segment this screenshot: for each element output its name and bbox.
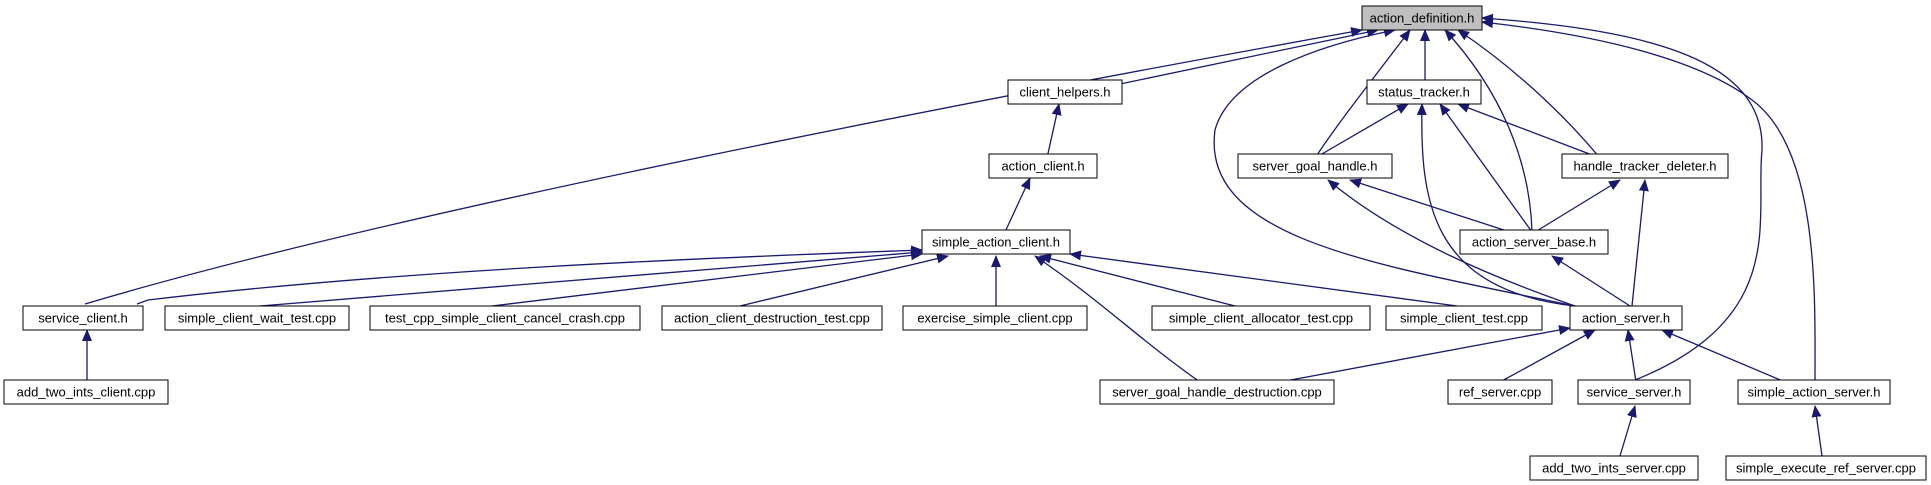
edge-client-helpers-to-action-definition xyxy=(1119,27,1379,85)
edge-simple-action-server-to-action-definition xyxy=(1481,18,1816,383)
node-label: action_definition.h xyxy=(1370,11,1475,26)
node-add-two-ints-server[interactable]: add_two_ints_server.cpp xyxy=(1529,455,1699,481)
node-label: server_goal_handle.h xyxy=(1252,159,1377,174)
node-label: status_tracker.h xyxy=(1378,85,1470,100)
edge-server-goal-handle-destruction-to-simple-action-client xyxy=(1034,255,1201,383)
node-label: add_two_ints_client.cpp xyxy=(17,385,156,400)
node-handle-tracker-deleter[interactable]: handle_tracker_deleter.h xyxy=(1561,153,1729,179)
node-label: client_helpers.h xyxy=(1019,85,1110,100)
node-label: service_client.h xyxy=(38,311,128,326)
edge-server-goal-handle-to-action-definition xyxy=(1314,29,1411,159)
node-label: simple_action_server.h xyxy=(1748,385,1881,400)
edge-action-server-to-action-server-base xyxy=(1551,255,1631,307)
edge-test-cpp-cancel-crash-to-simple-action-client xyxy=(491,250,923,307)
edge-action-server-base-to-handle-tracker-deleter xyxy=(1534,179,1621,233)
node-action-client-destruction-test[interactable]: action_client_destruction_test.cpp xyxy=(661,305,883,331)
node-label: simple_client_wait_test.cpp xyxy=(178,311,336,326)
edge-simple-client-allocator-test-to-simple-action-client xyxy=(1039,253,1236,307)
node-action-client[interactable]: action_client.h xyxy=(988,153,1098,179)
edge-action-server-to-status-tracker xyxy=(1416,103,1576,307)
edges xyxy=(82,13,1823,457)
node-label: action_server_base.h xyxy=(1472,235,1596,250)
edge-action-server-base-to-server-goal-handle xyxy=(1349,178,1511,233)
node-label: action_client.h xyxy=(1001,159,1084,174)
edge-handle-tracker-deleter-to-status-tracker xyxy=(1457,103,1601,159)
node-label: exercise_simple_client.cpp xyxy=(917,311,1072,326)
node-client-helpers[interactable]: client_helpers.h xyxy=(1007,79,1123,105)
edge-simple-action-server-to-action-server xyxy=(1661,329,1786,383)
node-service-client[interactable]: service_client.h xyxy=(22,305,144,331)
node-label: ref_server.cpp xyxy=(1459,385,1541,400)
node-label: add_two_ints_server.cpp xyxy=(1542,461,1686,476)
node-simple-client-allocator-test[interactable]: simple_client_allocator_test.cpp xyxy=(1151,305,1371,331)
edge-server-goal-handle-destruction-to-action-server xyxy=(1279,325,1571,383)
node-simple-client-wait-test[interactable]: simple_client_wait_test.cpp xyxy=(164,305,350,331)
node-simple-execute-ref-server[interactable]: simple_execute_ref_server.cpp xyxy=(1725,455,1927,481)
edge-action-client-destruction-test-to-simple-action-client xyxy=(739,253,949,307)
node-label: handle_tracker_deleter.h xyxy=(1573,159,1716,174)
node-exercise-simple-client[interactable]: exercise_simple_client.cpp xyxy=(902,305,1088,331)
edge-simple-client-test-to-simple-action-client xyxy=(1069,250,1458,307)
node-action-server[interactable]: action_server.h xyxy=(1569,305,1683,331)
node-label: simple_action_client.h xyxy=(932,235,1060,250)
edge-server-goal-handle-to-status-tracker xyxy=(1314,103,1409,159)
edge-action-client-to-client-helpers xyxy=(1046,103,1062,159)
node-test-cpp-simple-client-cancel-crash[interactable]: test_cpp_simple_client_cancel_crash.cpp xyxy=(369,305,641,331)
edge-handle-tracker-deleter-to-action-definition xyxy=(1457,29,1601,159)
edge-service-server-to-action-server xyxy=(1624,329,1637,383)
node-label: simple_execute_ref_server.cpp xyxy=(1736,461,1916,476)
node-label: service_server.h xyxy=(1587,385,1682,400)
edge-action-server-to-action-definition xyxy=(1213,27,1576,307)
nodes: action_definition.h client_helpers.h sta… xyxy=(3,5,1927,481)
node-server-goal-handle[interactable]: server_goal_handle.h xyxy=(1237,153,1393,179)
node-action-server-base[interactable]: action_server_base.h xyxy=(1459,229,1609,255)
node-label: simple_client_allocator_test.cpp xyxy=(1169,311,1353,326)
node-add-two-ints-client[interactable]: add_two_ints_client.cpp xyxy=(3,379,169,405)
edge-add-two-ints-server-to-service-server xyxy=(1619,405,1637,457)
node-simple-client-test[interactable]: simple_client_test.cpp xyxy=(1385,305,1543,331)
edge-service-client-to-action-definition xyxy=(84,27,1363,305)
node-label: test_cpp_simple_client_cancel_crash.cpp xyxy=(385,311,625,326)
node-label: simple_client_test.cpp xyxy=(1400,311,1528,326)
node-label: server_goal_handle_destruction.cpp xyxy=(1112,385,1322,400)
edge-simple-execute-ref-server-to-simple-action-server xyxy=(1811,405,1823,457)
edge-ref-server-to-action-server xyxy=(1499,329,1596,383)
node-label: action_server.h xyxy=(1582,311,1670,326)
edge-simple-client-wait-test-to-simple-action-client xyxy=(259,247,923,307)
edge-service-server-to-action-definition xyxy=(1481,13,1763,383)
node-status-tracker[interactable]: status_tracker.h xyxy=(1366,79,1482,105)
edge-action-server-base-to-action-definition xyxy=(1444,29,1533,233)
edge-simple-action-client-to-action-client xyxy=(1004,177,1031,233)
edge-action-server-to-handle-tracker-deleter xyxy=(1631,179,1649,307)
node-label: action_client_destruction_test.cpp xyxy=(674,311,870,326)
node-ref-server[interactable]: ref_server.cpp xyxy=(1447,379,1553,405)
node-action-definition[interactable]: action_definition.h xyxy=(1361,5,1483,31)
node-simple-action-server[interactable]: simple_action_server.h xyxy=(1737,379,1891,405)
edge-action-server-to-server-goal-handle xyxy=(1327,179,1576,307)
node-server-goal-handle-destruction[interactable]: server_goal_handle_destruction.cpp xyxy=(1099,379,1335,405)
node-service-server[interactable]: service_server.h xyxy=(1577,379,1691,405)
node-simple-action-client[interactable]: simple_action_client.h xyxy=(921,229,1071,255)
edge-service-client-to-simple-action-client xyxy=(136,245,923,305)
edge-action-server-base-to-status-tracker xyxy=(1439,103,1533,233)
